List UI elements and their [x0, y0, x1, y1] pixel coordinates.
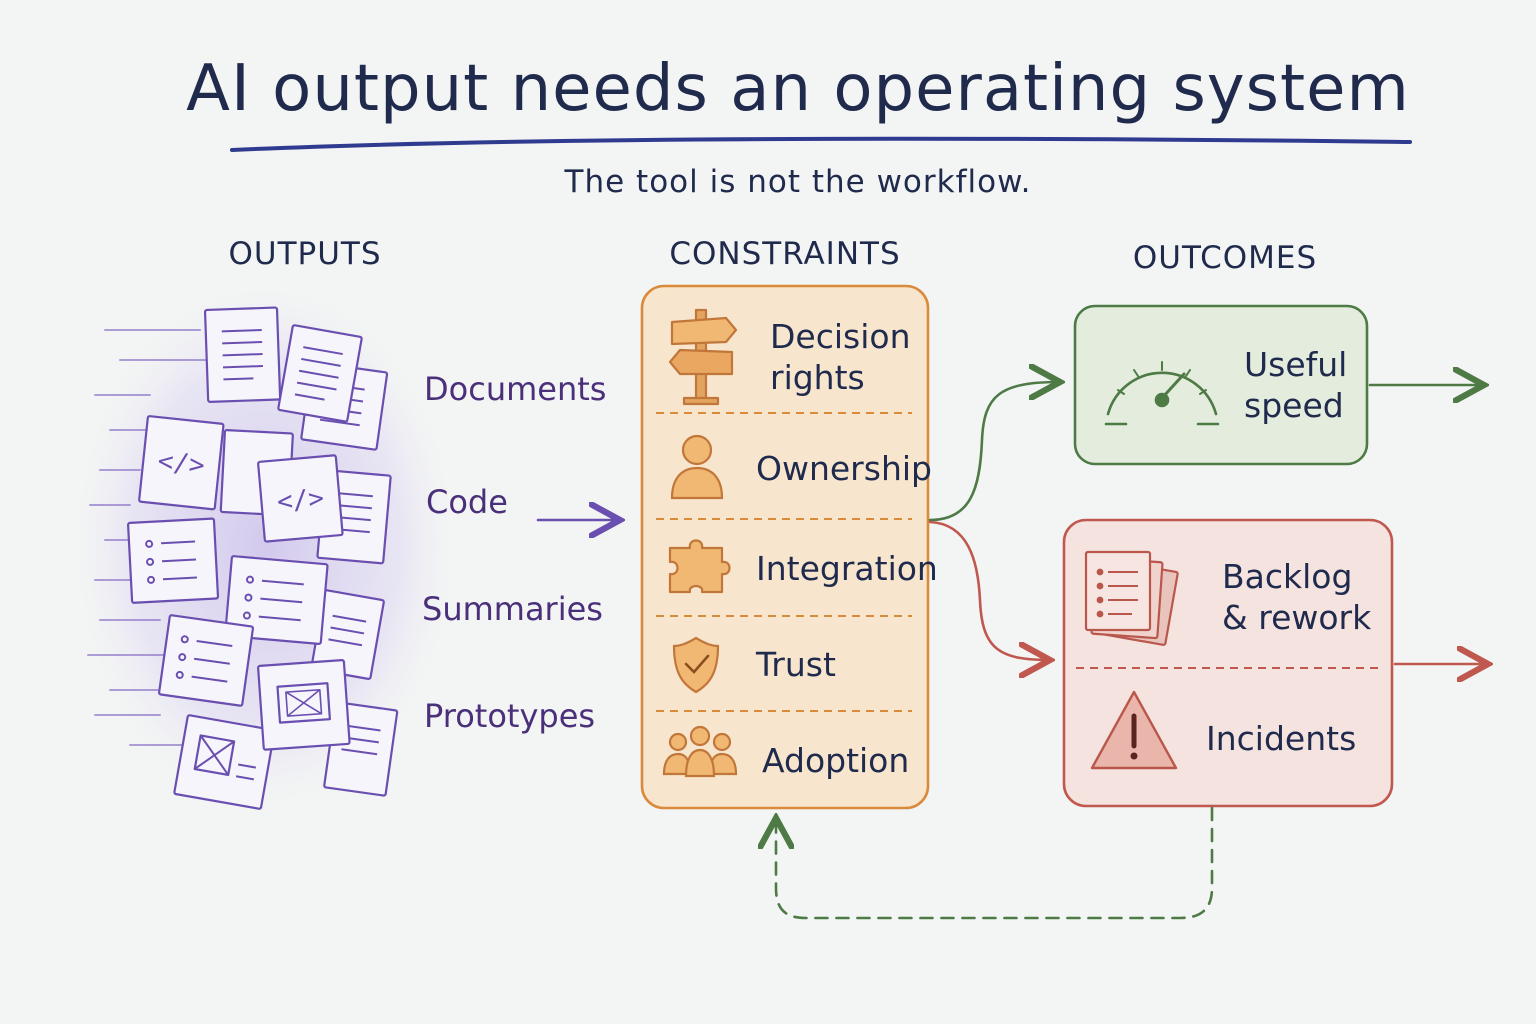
- outcomes-heading: OUTCOMES: [1132, 240, 1318, 276]
- prototype-card-icon: [173, 714, 276, 810]
- diagram-title: AI output needs an operating system: [186, 52, 1410, 126]
- arrow-to-backlog: [928, 520, 1050, 660]
- feedback-loop-arrow: [776, 806, 1214, 920]
- code-card-icon: </>: [138, 415, 225, 511]
- title-underline: [230, 136, 1412, 152]
- constraint-label-adoption: Adoption: [762, 741, 910, 780]
- outcome-label-backlog-rework: Backlog & rework: [1222, 557, 1372, 637]
- outcome-label-incidents: Incidents: [1206, 719, 1357, 758]
- constraint-label-decision-rights: Decision rights: [770, 317, 911, 397]
- outcome-useful-speed-box: [1073, 304, 1369, 466]
- signpost-icon: [668, 308, 738, 406]
- constraints-heading: CONSTRAINTS: [669, 236, 901, 272]
- svg-text:</>: </>: [276, 483, 325, 517]
- list-card-icon: [224, 555, 329, 645]
- prototype-card-icon: [257, 659, 351, 751]
- group-icon: [662, 725, 738, 778]
- list-card-icon: [127, 517, 220, 604]
- shield-check-icon: [672, 636, 720, 694]
- outputs-pile: </> </>: [75, 285, 455, 810]
- arrow-to-useful-speed: [928, 382, 1060, 522]
- puzzle-icon: [668, 539, 731, 594]
- document-icon: [277, 324, 363, 423]
- constraint-label-ownership: Ownership: [756, 449, 932, 488]
- outcome-risk-box: [1062, 518, 1394, 808]
- output-label-prototypes: Prototypes: [424, 697, 596, 735]
- outcome-label-useful-speed: Useful speed: [1244, 345, 1348, 425]
- outputs-heading: OUTPUTS: [228, 236, 382, 272]
- speedometer-icon: [1104, 361, 1220, 426]
- constraints-box: [640, 284, 930, 810]
- person-icon: [670, 434, 724, 500]
- motion-lines: [87, 329, 211, 746]
- document-icon: [203, 306, 282, 403]
- document-stack-icon: [1084, 550, 1179, 646]
- code-card-icon: </>: [257, 454, 344, 543]
- output-label-summaries: Summaries: [422, 590, 603, 628]
- diagram-subtitle: The tool is not the workflow.: [564, 164, 1032, 200]
- warning-icon: [1090, 690, 1178, 770]
- constraint-label-trust: Trust: [756, 645, 836, 684]
- svg-text:</>: </>: [156, 446, 206, 481]
- list-card-icon: [158, 614, 255, 707]
- constraint-label-integration: Integration: [756, 549, 938, 588]
- output-label-code: Code: [426, 483, 508, 521]
- output-label-documents: Documents: [424, 370, 607, 408]
